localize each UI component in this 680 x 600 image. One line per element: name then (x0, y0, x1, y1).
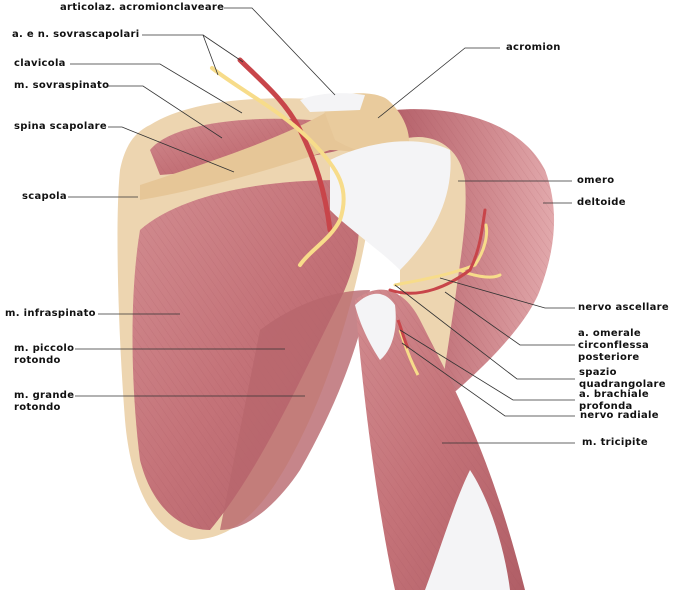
label-infraspinatus: m. infraspinato (5, 308, 96, 319)
label-radial-nerve: nervo radiale (580, 410, 659, 421)
label-suprascapular-vessels: a. e n. sovrascapolari (12, 29, 140, 40)
label-supraspinatus: m. sovraspinato (14, 80, 110, 91)
triceps-tendon (425, 470, 510, 590)
label-clavicle: clavicola (14, 58, 66, 69)
acromioclavicular-ligament (300, 93, 365, 112)
label-deltoid: deltoide (577, 197, 626, 208)
circumflex-artery (388, 208, 487, 295)
teres-muscles (220, 290, 370, 530)
label-scapular-spine: spina scapolare (14, 121, 107, 132)
label-humerus: omero (577, 175, 615, 186)
label-triceps: m. tricipite (582, 437, 648, 448)
leader-lines (68, 7, 575, 444)
label-acromioclavicular-joint: articolaz. acromionclaveare (60, 2, 225, 13)
rotator-tendons (330, 141, 451, 270)
axillary-nerve (393, 223, 502, 287)
label-acromion: acromion (506, 42, 561, 53)
suprascapular-nerve (210, 66, 346, 267)
label-scapula: scapola (22, 191, 67, 202)
deep-brachial-artery (396, 319, 410, 349)
label-axillary-nerve: nervo ascellare (578, 302, 669, 313)
